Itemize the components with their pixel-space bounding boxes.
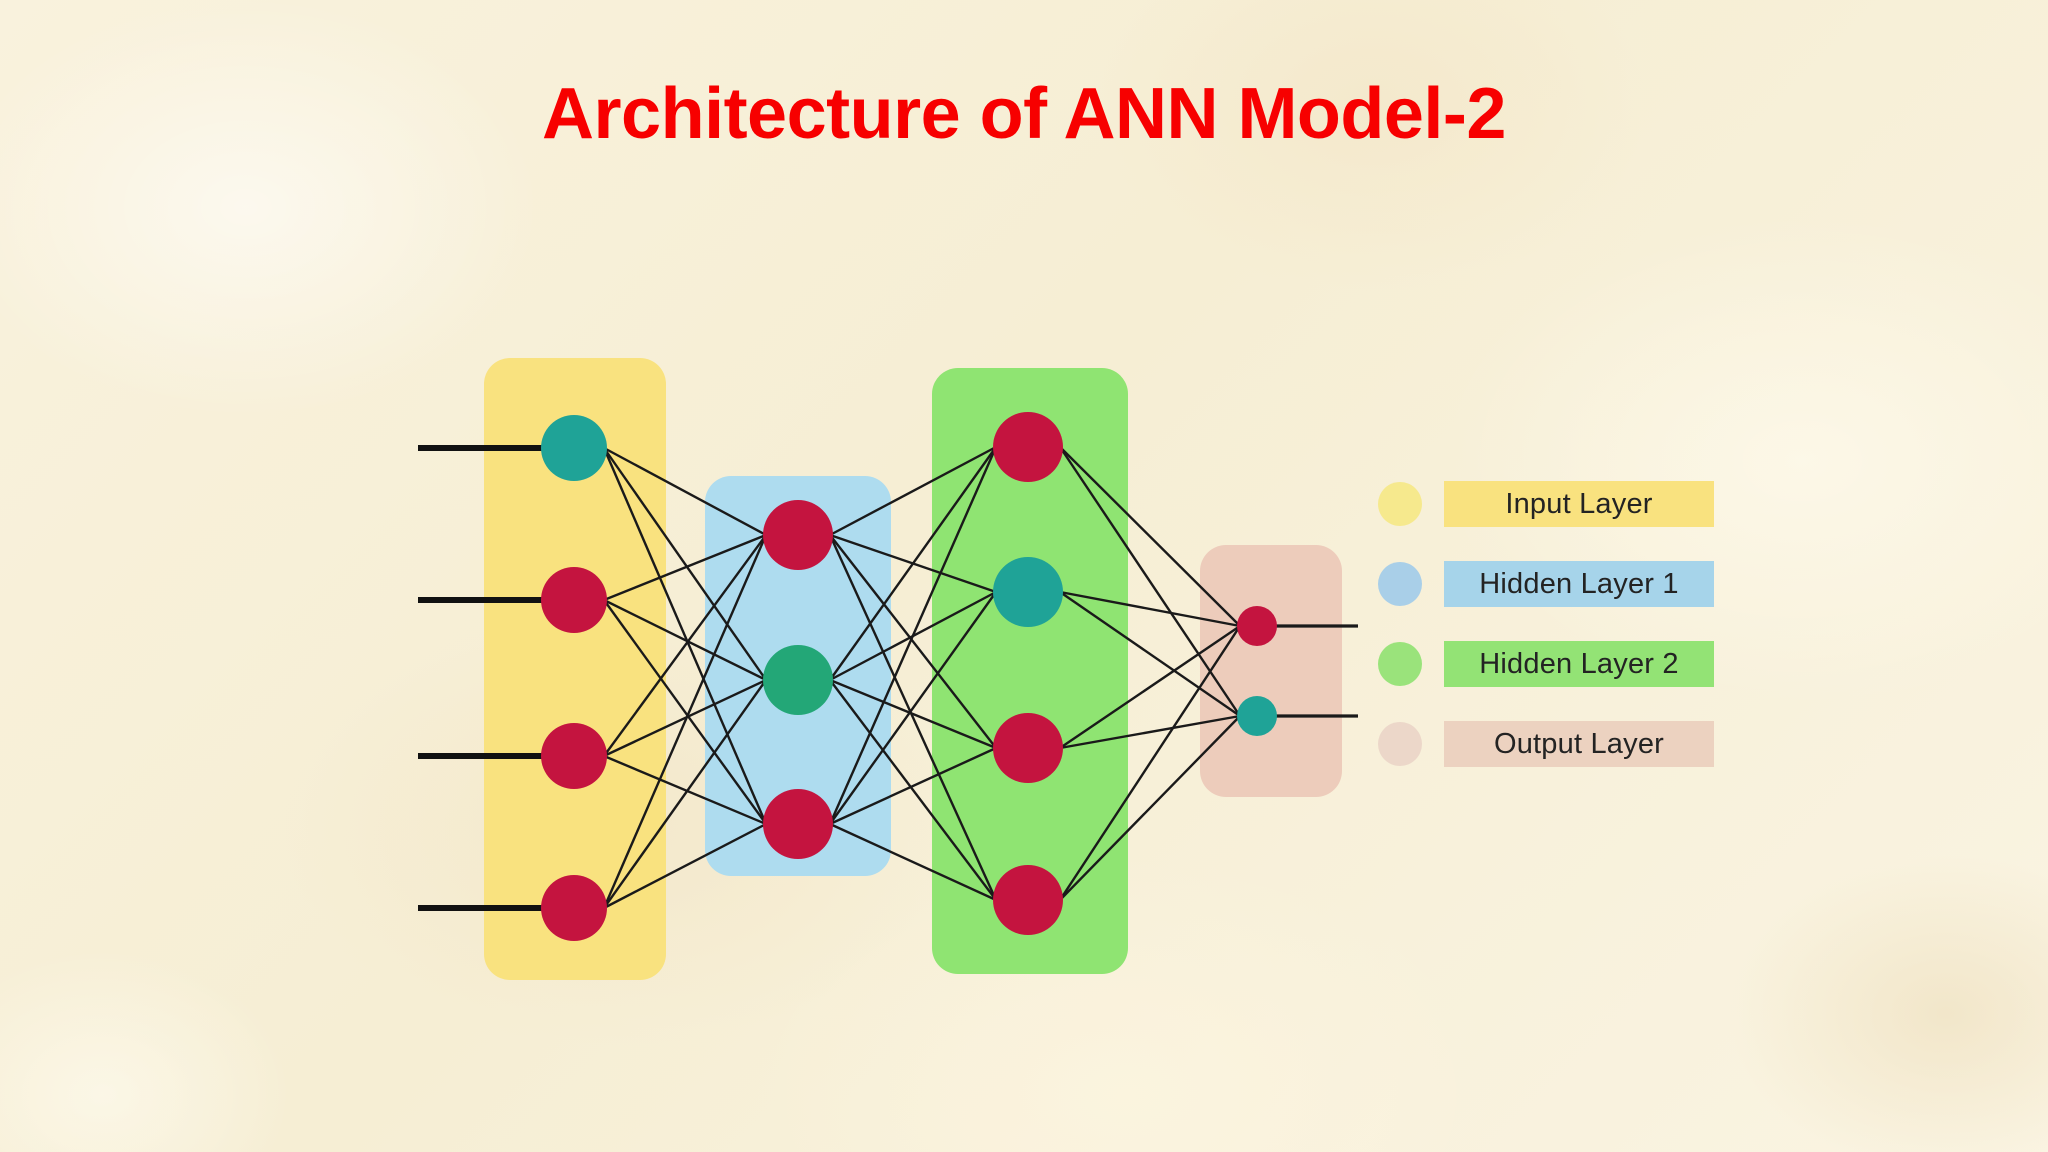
edge-l2n3-to-l3n4 [829,822,997,902]
edge-l2n3-to-l3n2 [829,591,997,825]
neuron-layer-3-node-1 [993,412,1063,482]
edge-l1n3-to-l2n1 [603,534,767,757]
neuron-layer-3-node-4 [993,865,1063,935]
legend-chip-input-layer: Input Layer [1444,481,1714,527]
legend-chip-hidden-layer-1: Hidden Layer 1 [1444,561,1714,607]
edge-l1n2-to-l2n1 [603,533,767,602]
edge-l3n2-to-l4n2 [1059,591,1241,717]
edge-l2n2-to-l3n3 [829,678,997,750]
edge-l1n3-to-l2n3 [603,754,767,826]
neuron-layer-1-node-2 [541,567,607,633]
neuron-layer-4-node-2 [1237,696,1277,736]
edge-l1n1-to-l2n3 [602,447,768,825]
neuron-layer-1-node-3 [541,723,607,789]
legend-swatch-output-layer [1378,722,1422,766]
legend-label-hidden-layer-1: Hidden Layer 1 [1479,567,1679,600]
legend-swatch-hidden-layer-1 [1378,562,1422,606]
edge-l3n1-to-l4n1 [1059,446,1241,627]
edge-l1n2-to-l2n3 [603,599,767,825]
legend-swatch-input-layer [1378,482,1422,526]
page-title: Architecture of ANN Model-2 [542,74,1506,154]
edge-l3n4-to-l4n2 [1059,715,1241,901]
edge-l3n2-to-l4n1 [1059,590,1241,628]
edge-l3n4-to-l4n1 [1058,625,1242,901]
layer-panel-output [1200,545,1342,797]
edge-l1n4-to-l2n2 [603,679,767,909]
edge-l2n3-to-l3n1 [828,446,998,825]
edge-l3n3-to-l4n2 [1059,714,1241,750]
legend-item-hidden-layer-2: Hidden Layer 2 [1378,640,1718,688]
edge-l1n2-to-l2n2 [603,598,767,682]
edge-l1n1-to-l2n2 [603,447,767,681]
legend-item-output-layer: Output Layer [1378,720,1718,768]
legend-chip-hidden-layer-2: Hidden Layer 2 [1444,641,1714,687]
legend-label-input-layer: Input Layer [1505,487,1653,520]
edge-l2n1-to-l3n4 [828,534,998,901]
legend-swatch-hidden-layer-2 [1378,642,1422,686]
edge-l1n4-to-l2n1 [602,534,768,909]
edge-l3n3-to-l4n1 [1059,625,1241,749]
edge-l2n1-to-l3n1 [829,445,997,537]
legend-chip-output-layer: Output Layer [1444,721,1714,767]
edge-l2n2-to-l3n1 [829,446,997,681]
edge-l1n3-to-l2n2 [603,678,767,758]
edge-l2n1-to-l3n3 [829,534,997,749]
edge-l1n1-to-l2n1 [603,446,767,537]
edge-l2n3-to-l3n3 [829,746,997,826]
legend-label-hidden-layer-2: Hidden Layer 2 [1479,647,1679,680]
neuron-layer-1-node-4 [541,875,607,941]
neuron-layer-4-node-1 [1237,606,1277,646]
neuron-layer-2-node-2 [763,645,833,715]
neuron-layer-1-node-1 [541,415,607,481]
edge-l2n2-to-l3n4 [829,679,997,901]
edge-l1n4-to-l2n3 [603,822,767,910]
legend-item-hidden-layer-1: Hidden Layer 1 [1378,560,1718,608]
legend-label-output-layer: Output Layer [1493,727,1665,760]
neuron-layer-2-node-1 [763,500,833,570]
neuron-layer-3-node-2 [993,557,1063,627]
neuron-layer-2-node-3 [763,789,833,859]
neuron-layer-3-node-3 [993,713,1063,783]
legend-item-input-layer: Input Layer [1378,480,1718,528]
